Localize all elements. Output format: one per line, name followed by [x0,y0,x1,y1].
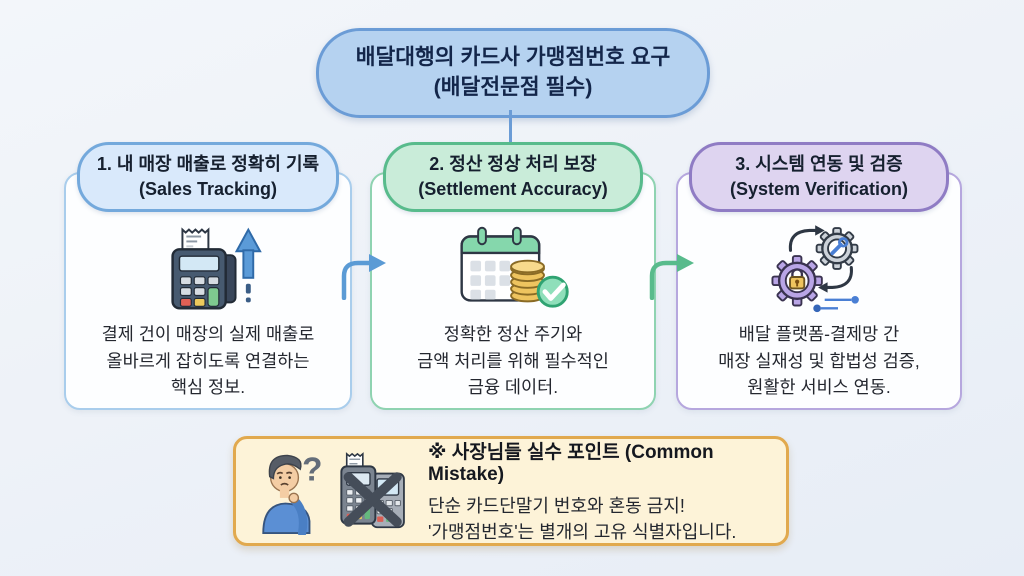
card2-header-line2: (Settlement Accuracy) [418,178,608,199]
common-mistake-note: ? [233,436,789,546]
title-connector-line [509,110,512,144]
flow-arrow-1-icon [341,254,386,300]
card-system-verification: 3. 시스템 연동 및 검증 (System Verification) [676,142,962,410]
note-line2: '가맹점번호'는 별개의 고유 식별자입니다. [428,522,737,542]
card3-body-line3: 원활한 서비스 연동. [747,377,891,398]
card2-header-line1: 2. 정산 정상 처리 보장 [429,154,597,174]
svg-text:?: ? [302,451,322,488]
card3-header-line2: (System Verification) [729,178,909,199]
title-line2: (배달전문점 필수) [433,75,593,99]
flow-arrow-2-icon [649,254,694,300]
gears-lock-sync-icon [771,224,859,312]
card3-body-line1: 배달 플랫폼-결제망 간 [738,324,900,344]
card-sales-tracking: 1. 내 매장 매출로 정확히 기록 (Sales Tracking) [64,142,352,410]
card1-header-line1: 1. 내 매장 매출로 정확히 기록 [96,154,320,174]
card1-body-line3: 핵심 정보. [170,377,246,398]
card-settlement-accuracy: 2. 정산 정상 처리 보장 (Settlement Accuracy) [370,142,656,410]
confused-owner-icon: ? [262,451,322,535]
note-heading: ※ 사장님들 실수 포인트 (Common Mistake) [428,441,714,485]
card2-body-line2: 금액 처리를 위해 필수적인 [417,350,609,371]
card3-header-line1: 3. 시스템 연동 및 검증 [735,154,903,174]
card2-body-line1: 정확한 정산 주기와 [443,324,583,344]
card1-header-line2: (Sales Tracking) [138,178,278,199]
note-line1: 단순 카드단말기 번호와 혼동 금지! [428,495,685,516]
card1-body-line1: 결제 건이 매장의 실제 매출로 [101,324,315,344]
card1-body-line2: 올바르게 잡히도록 연결하는 [106,350,310,371]
card2-header: 2. 정산 정상 처리 보장 (Settlement Accuracy) [383,142,643,212]
card3-header: 3. 시스템 연동 및 검증 (System Verification) [689,142,949,212]
pos-terminal-growth-arrow-icon [171,227,262,310]
card3-body-line2: 매장 실재성 및 합법성 검증, [718,350,920,371]
card1-header: 1. 내 매장 매출로 정확히 기록 (Sales Tracking) [77,142,339,212]
card2-body-line3: 금융 데이터. [467,377,559,398]
title-line1: 배달대행의 카드사 가맹점번호 요구 [355,45,671,70]
title-bubble: 배달대행의 카드사 가맹점번호 요구 (배달전문점 필수) [316,28,710,118]
crossed-out-terminal-icon [340,452,405,529]
calendar-coins-check-icon [460,226,569,308]
